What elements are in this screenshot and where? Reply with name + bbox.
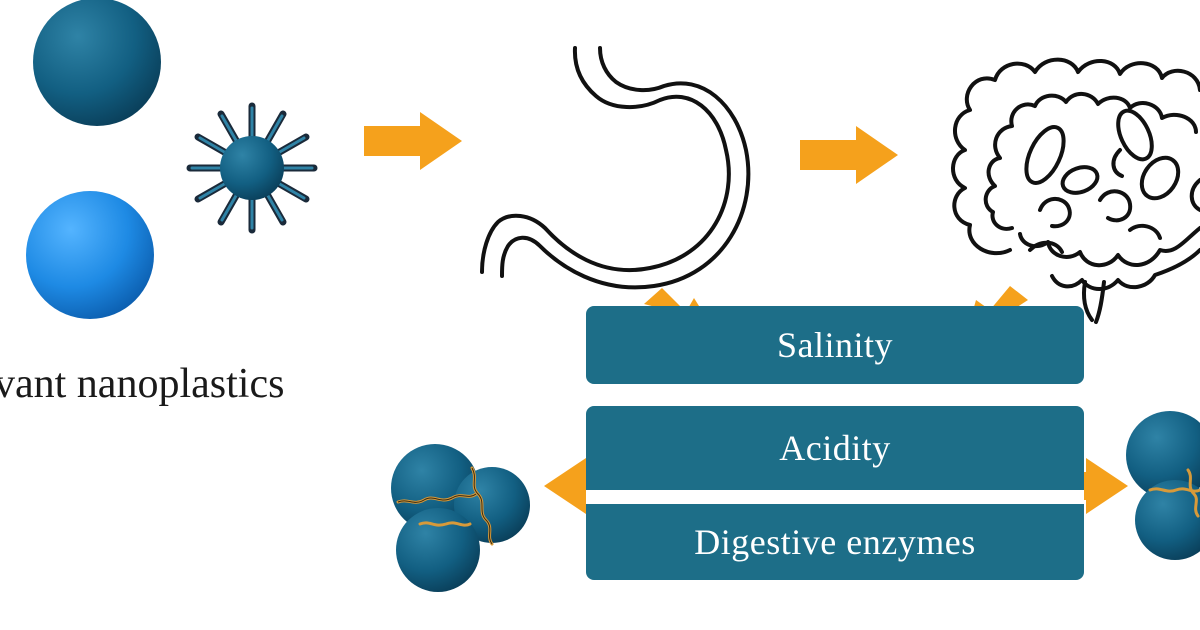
nanoparticle-aggregate-icon-left bbox=[391, 444, 530, 592]
salinity-box: Salinity bbox=[586, 306, 1084, 384]
arrow-to-stomach bbox=[364, 112, 462, 170]
nanoparticle-light bbox=[26, 191, 154, 319]
large-intestine-outline-icon bbox=[951, 57, 1200, 324]
stomach-outline-icon bbox=[480, 46, 751, 290]
digestive-enzymes-box: Digestive enzymes bbox=[586, 504, 1084, 580]
factor-divider bbox=[586, 490, 1084, 504]
nanoparticle-aggregate-icon-right bbox=[1126, 411, 1200, 560]
nanoparticle-dark bbox=[33, 0, 161, 126]
arrow-to-intestine bbox=[800, 126, 898, 184]
nanoplastics-caption: vant nanoplastics bbox=[0, 361, 285, 407]
nanoparticle-with-corona-icon bbox=[186, 102, 318, 234]
acidity-box: Acidity bbox=[586, 406, 1084, 490]
